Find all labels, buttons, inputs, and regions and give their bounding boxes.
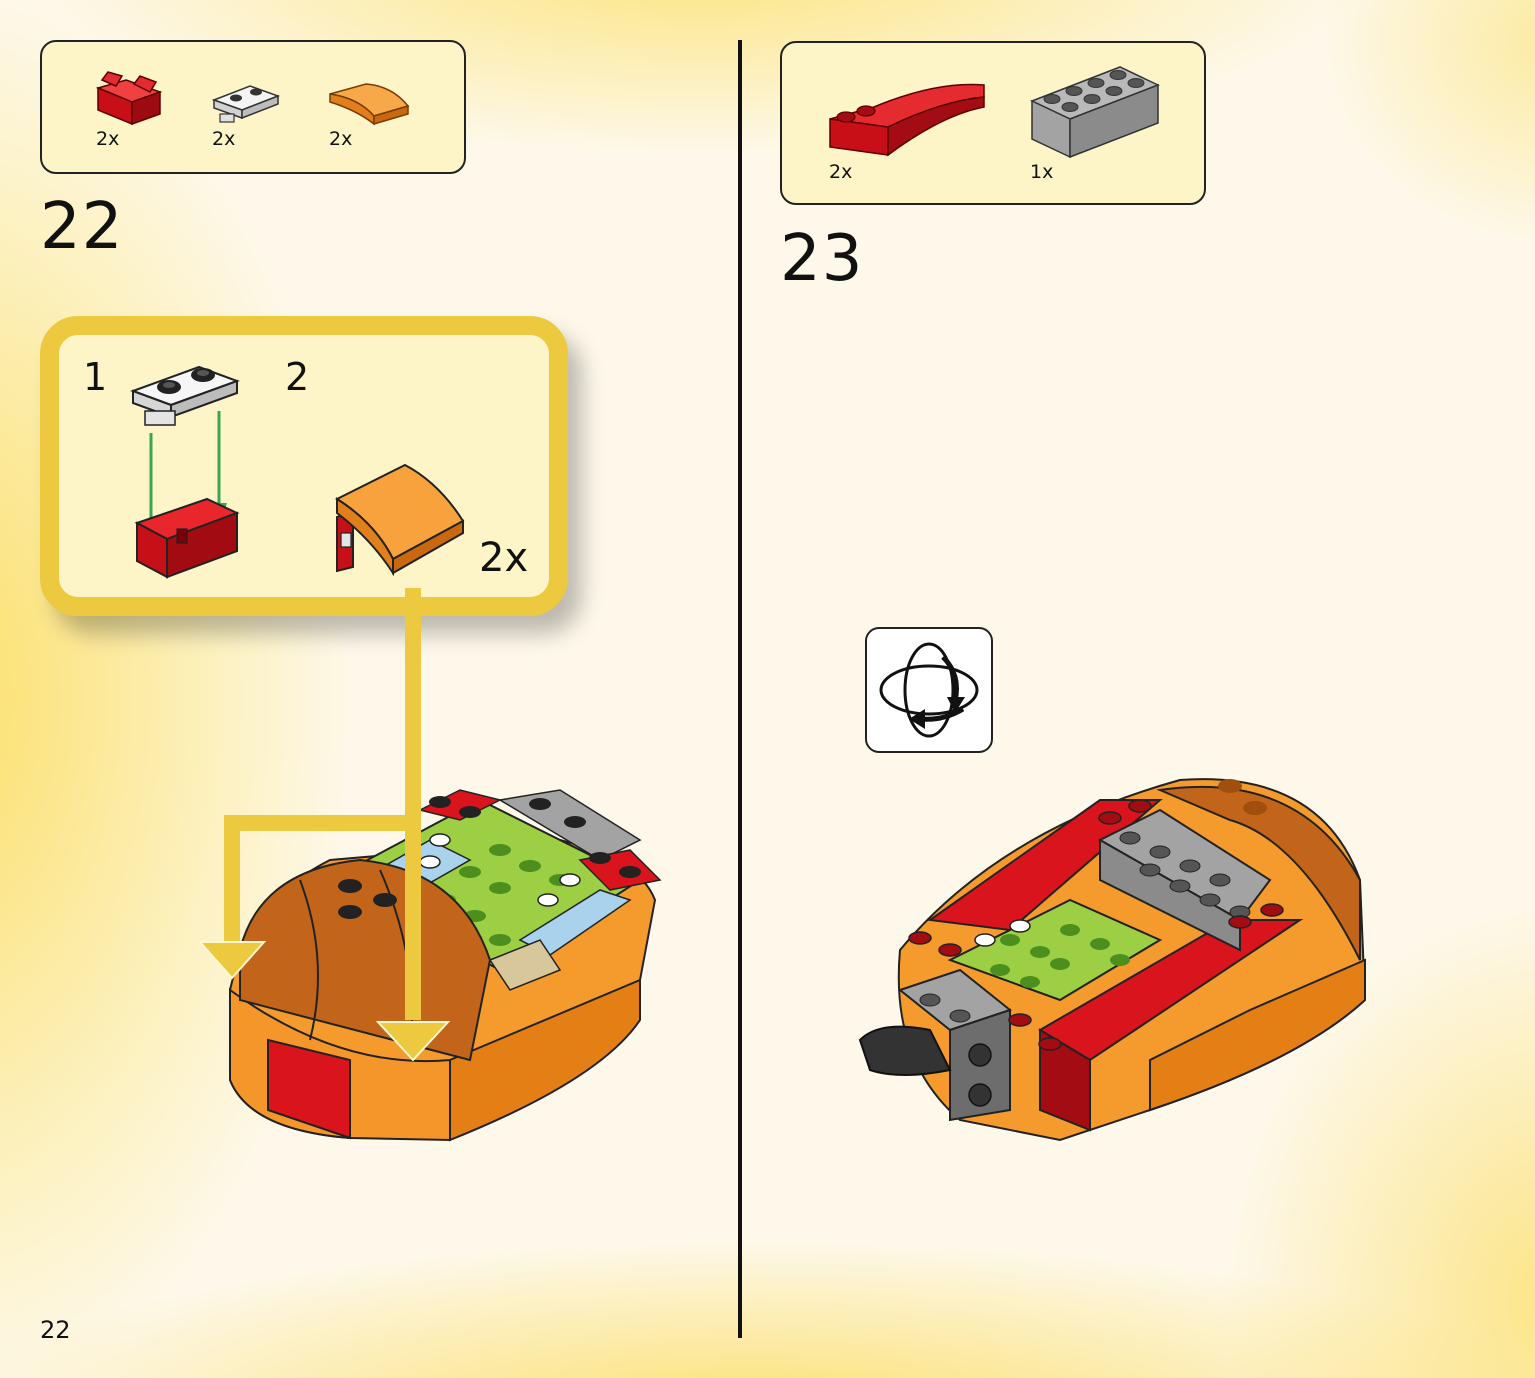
part-qty-red-curved-slope: 2x [829, 161, 853, 183]
substep-2-illustration [334, 463, 465, 577]
part-qty-white-hinge-plate: 2x [212, 128, 236, 150]
part-qty-orange-curved-slope: 2x [329, 128, 353, 150]
substep-1-illustration [130, 365, 240, 579]
callout-multiplier: 2x [479, 535, 529, 581]
white-hinge-plate-icon [211, 85, 281, 123]
red-curved-slope-icon [829, 83, 985, 157]
part-qty-red-hinge-brick: 2x [96, 128, 120, 150]
substep-1-number: 1 [83, 355, 108, 399]
page-number: 22 [40, 1316, 71, 1344]
step-number-22: 22 [40, 190, 124, 264]
parts-list-step-22: 2x 2x 2x [40, 40, 466, 174]
orange-curved-slope-icon [329, 83, 410, 126]
part-qty-gray-brick: 1x [1030, 161, 1054, 183]
step-23-model-illustration [858, 778, 1367, 1142]
gray-brick-2x4-icon [1030, 66, 1160, 159]
red-hinge-brick-icon [95, 71, 163, 126]
step-number-23: 23 [780, 222, 864, 296]
parts-list-step-23: 2x 1x [780, 41, 1206, 205]
rotate-model-box [865, 627, 993, 753]
step-divider [738, 40, 742, 1338]
subassembly-callout: 1 2 2x [40, 316, 568, 616]
rotate-model-icon [879, 642, 979, 738]
substep-2-number: 2 [285, 355, 310, 399]
step-22-model-illustration [197, 588, 662, 1142]
